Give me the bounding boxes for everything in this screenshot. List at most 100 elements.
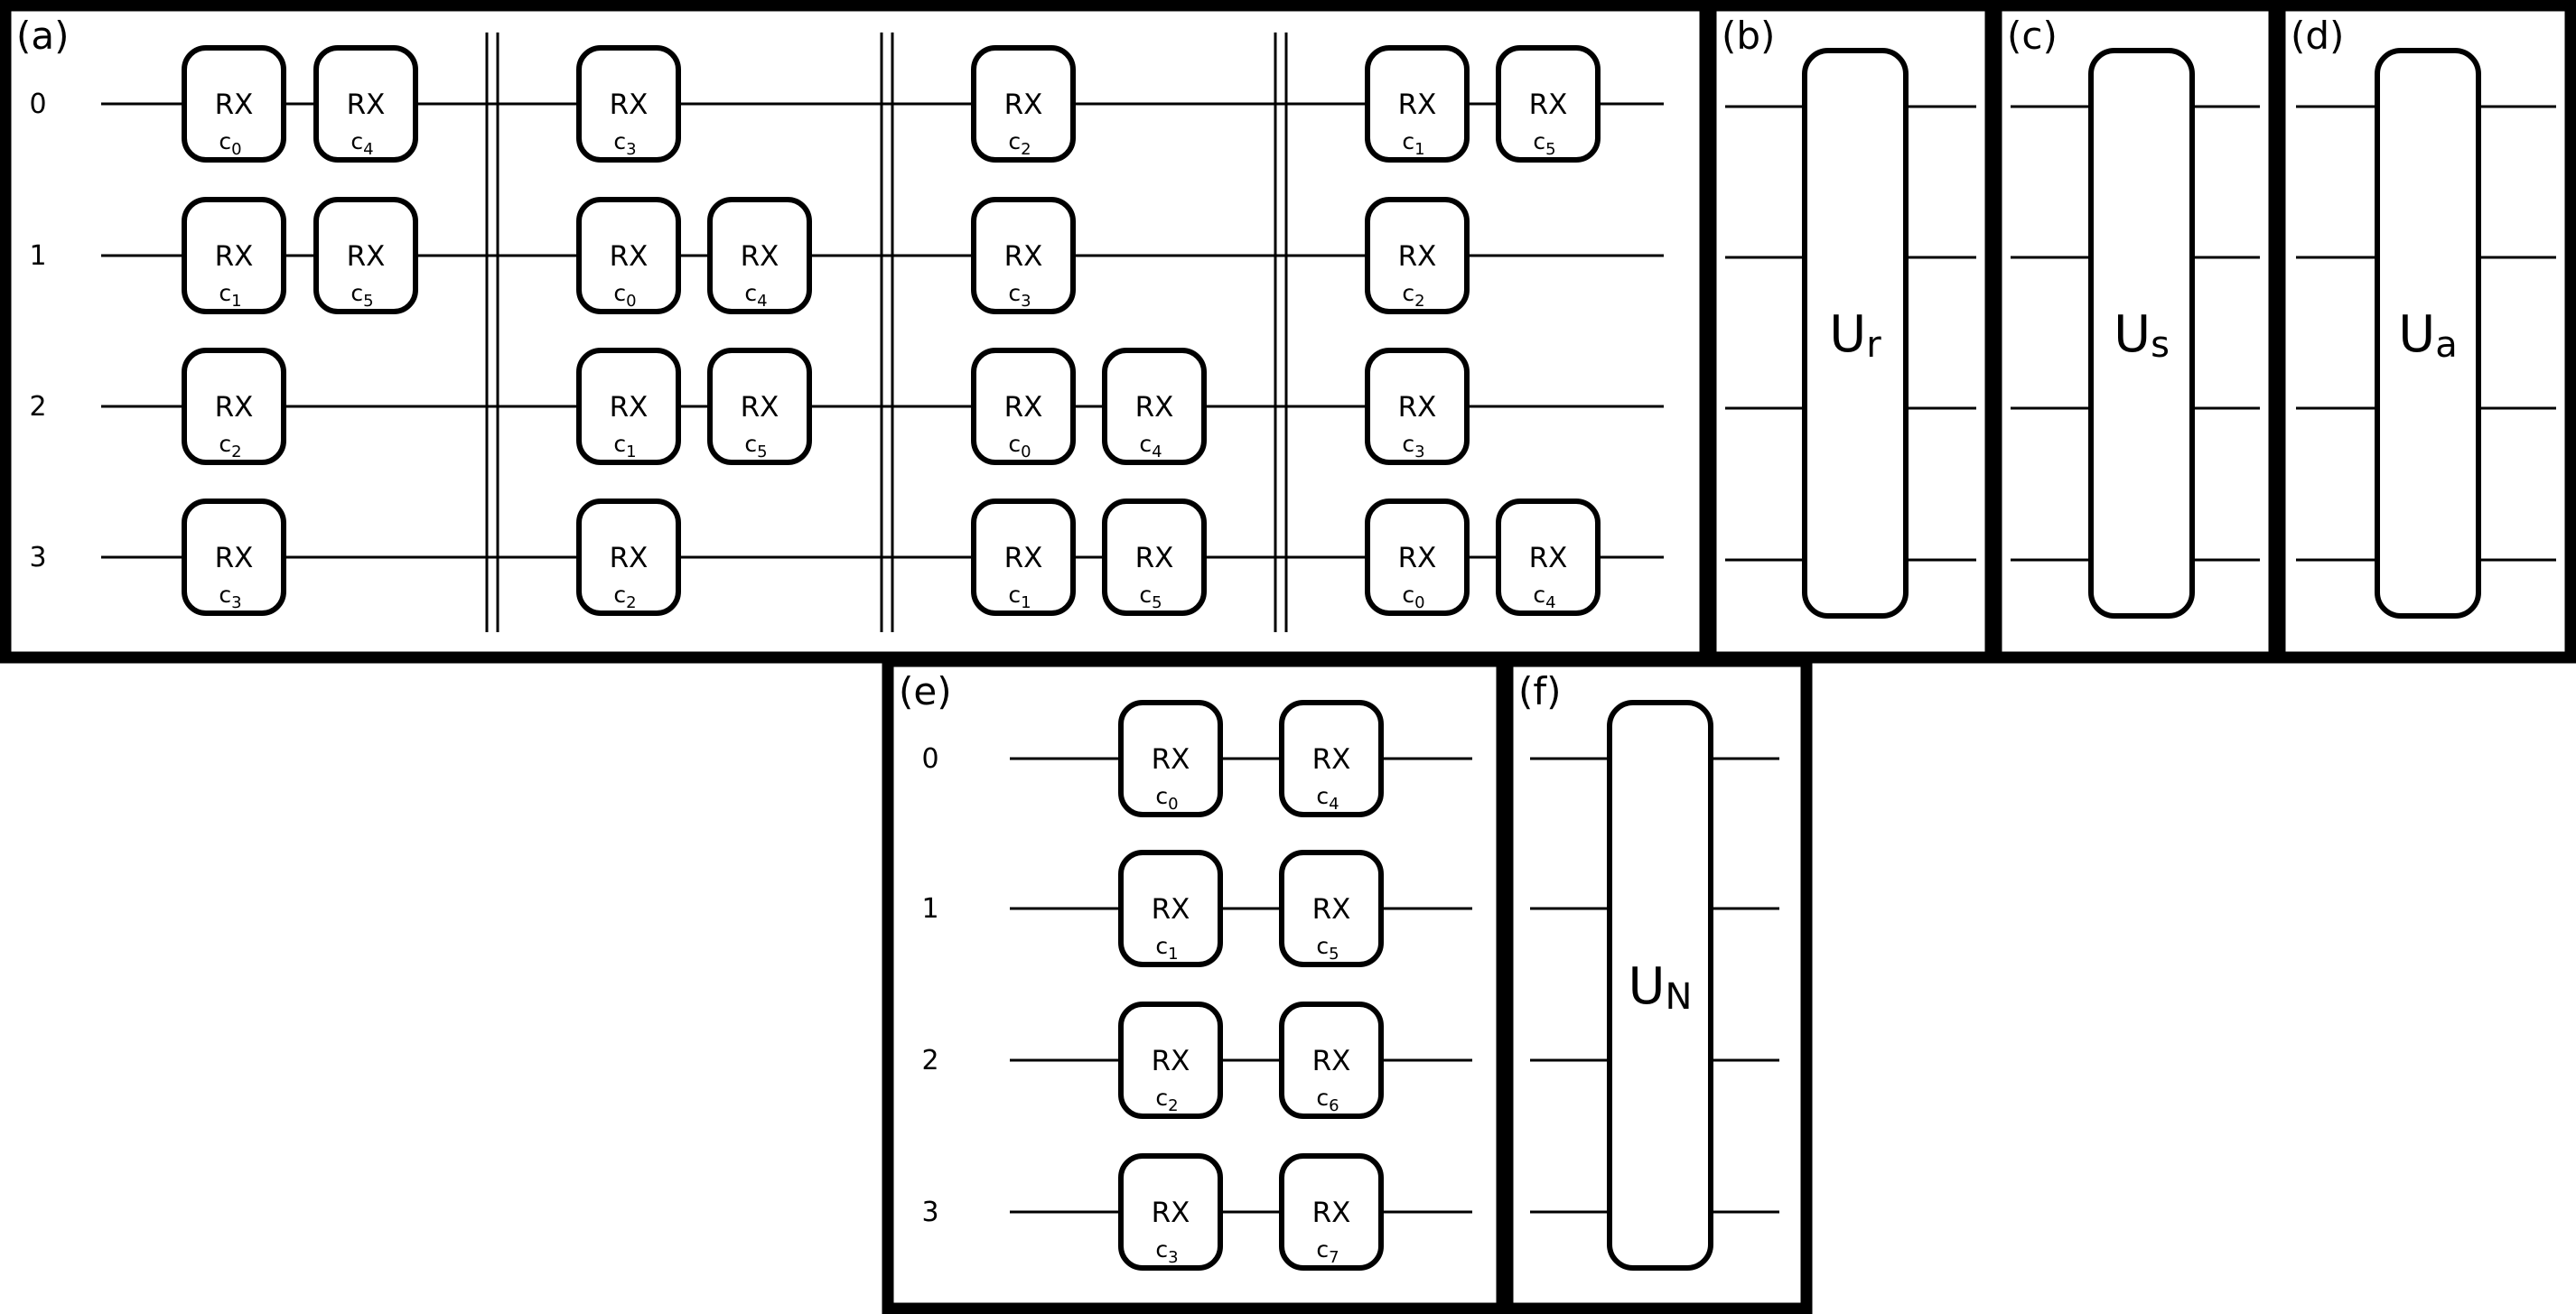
gate-name: RX [1398, 240, 1437, 273]
gate-box [1279, 700, 1384, 817]
qubit-label: 2 [29, 391, 46, 423]
gate-box [576, 348, 681, 465]
gate-parameter: c5 [1533, 128, 1555, 159]
gate-parameter-base: c [1402, 431, 1414, 457]
rx-gate: RX c3 [182, 499, 286, 616]
gate-parameter-base: c [1008, 582, 1021, 608]
gate-name: RX [1004, 542, 1043, 574]
gate-box [707, 348, 812, 465]
gate-parameter-base: c [1139, 582, 1152, 608]
gate-parameter: c4 [744, 280, 767, 311]
rx-gate: RX c6 [1279, 1002, 1384, 1119]
gate-parameter-subscript: 0 [1021, 443, 1031, 461]
gate-parameter-base: c [1155, 1085, 1168, 1111]
rx-gate: RX c0 [971, 348, 1076, 465]
gate-parameter-subscript: 1 [231, 292, 241, 311]
gate-parameter-base: c [1155, 933, 1168, 959]
gate-parameter: c5 [744, 431, 767, 461]
gate-box [1118, 700, 1223, 817]
gate-parameter-base: c [613, 128, 626, 154]
gate-name: RX [215, 240, 254, 273]
gate-parameter-subscript: 3 [626, 140, 636, 159]
gate-name: RX [215, 542, 254, 574]
gate-box [1102, 499, 1207, 616]
gate-parameter-base: c [1533, 582, 1545, 608]
gate-parameter: c5 [1139, 582, 1162, 612]
gate-parameter: c0 [1008, 431, 1031, 461]
rx-gate: RX c3 [1365, 348, 1470, 465]
gate-parameter-subscript: 2 [1414, 292, 1424, 311]
gate-parameter-base: c [613, 582, 626, 608]
gate-parameter-base: c [1155, 783, 1168, 809]
gate-name: RX [1312, 1045, 1351, 1077]
gate-parameter-subscript: 2 [626, 593, 636, 612]
gate-name: RX [1004, 391, 1043, 424]
gate-parameter: c0 [613, 280, 636, 311]
gate-name: RX [215, 89, 254, 121]
gate-parameter-subscript: 6 [1329, 1096, 1339, 1115]
unitary-label: Ua [2398, 305, 2458, 366]
gate-parameter: c6 [1316, 1085, 1339, 1115]
gate-box [1118, 1153, 1223, 1271]
gate-parameter: c5 [1316, 933, 1339, 964]
gate-parameter-base: c [1316, 933, 1329, 959]
barrier [1274, 33, 1288, 632]
unitary-label-subscript: s [2151, 324, 2170, 366]
gate-box [313, 45, 418, 163]
gate-name: RX [610, 240, 649, 273]
gate-parameter-base: c [1008, 280, 1021, 306]
gate-box [1118, 1002, 1223, 1119]
panel-d-label: (d) [2291, 14, 2344, 58]
gate-box [182, 348, 286, 465]
gate-parameter-subscript: 4 [1545, 593, 1555, 612]
gate-parameter-subscript: 0 [1168, 795, 1178, 814]
gate-parameter-subscript: 4 [1329, 795, 1339, 814]
gate-parameter-subscript: 5 [1545, 140, 1555, 159]
gate-box [1365, 348, 1470, 465]
gate-parameter-base: c [613, 431, 626, 457]
unitary-label-base: U [2398, 305, 2435, 364]
gate-box [1365, 45, 1470, 163]
unitary-block: Ua [2375, 48, 2481, 619]
panel-f: (f)UN [1501, 655, 1813, 1314]
unitary-block: Us [2088, 48, 2195, 619]
gate-parameter: c7 [1316, 1236, 1339, 1267]
panel-f-label: (f) [1518, 669, 1562, 713]
gate-parameter-base: c [350, 128, 363, 154]
gate-box [1279, 850, 1384, 967]
gate-name: RX [610, 391, 649, 424]
gate-parameter-subscript: 1 [1021, 593, 1031, 612]
gate-parameter-subscript: 1 [1414, 140, 1424, 159]
gate-name: RX [347, 89, 386, 121]
barrier [880, 33, 894, 632]
gate-parameter-base: c [1155, 1236, 1168, 1263]
gate-parameter: c3 [1402, 431, 1424, 461]
gate-name: RX [1398, 391, 1437, 424]
panel-f-frame [1501, 655, 1813, 1314]
unitary-box [2088, 48, 2195, 619]
gate-parameter: c4 [1316, 783, 1339, 814]
qubit-label: 1 [921, 893, 938, 925]
panel-d: (d) Ua [2273, 0, 2576, 664]
gate-box [1365, 197, 1470, 314]
gate-parameter: c3 [219, 582, 241, 612]
gate-box [182, 45, 286, 163]
gate-box [707, 197, 812, 314]
qubit-label: 0 [29, 89, 46, 120]
panel-b: (b)Ur [1704, 0, 1997, 664]
gate-parameter-base: c [1008, 128, 1021, 154]
gate-box [1496, 499, 1601, 616]
